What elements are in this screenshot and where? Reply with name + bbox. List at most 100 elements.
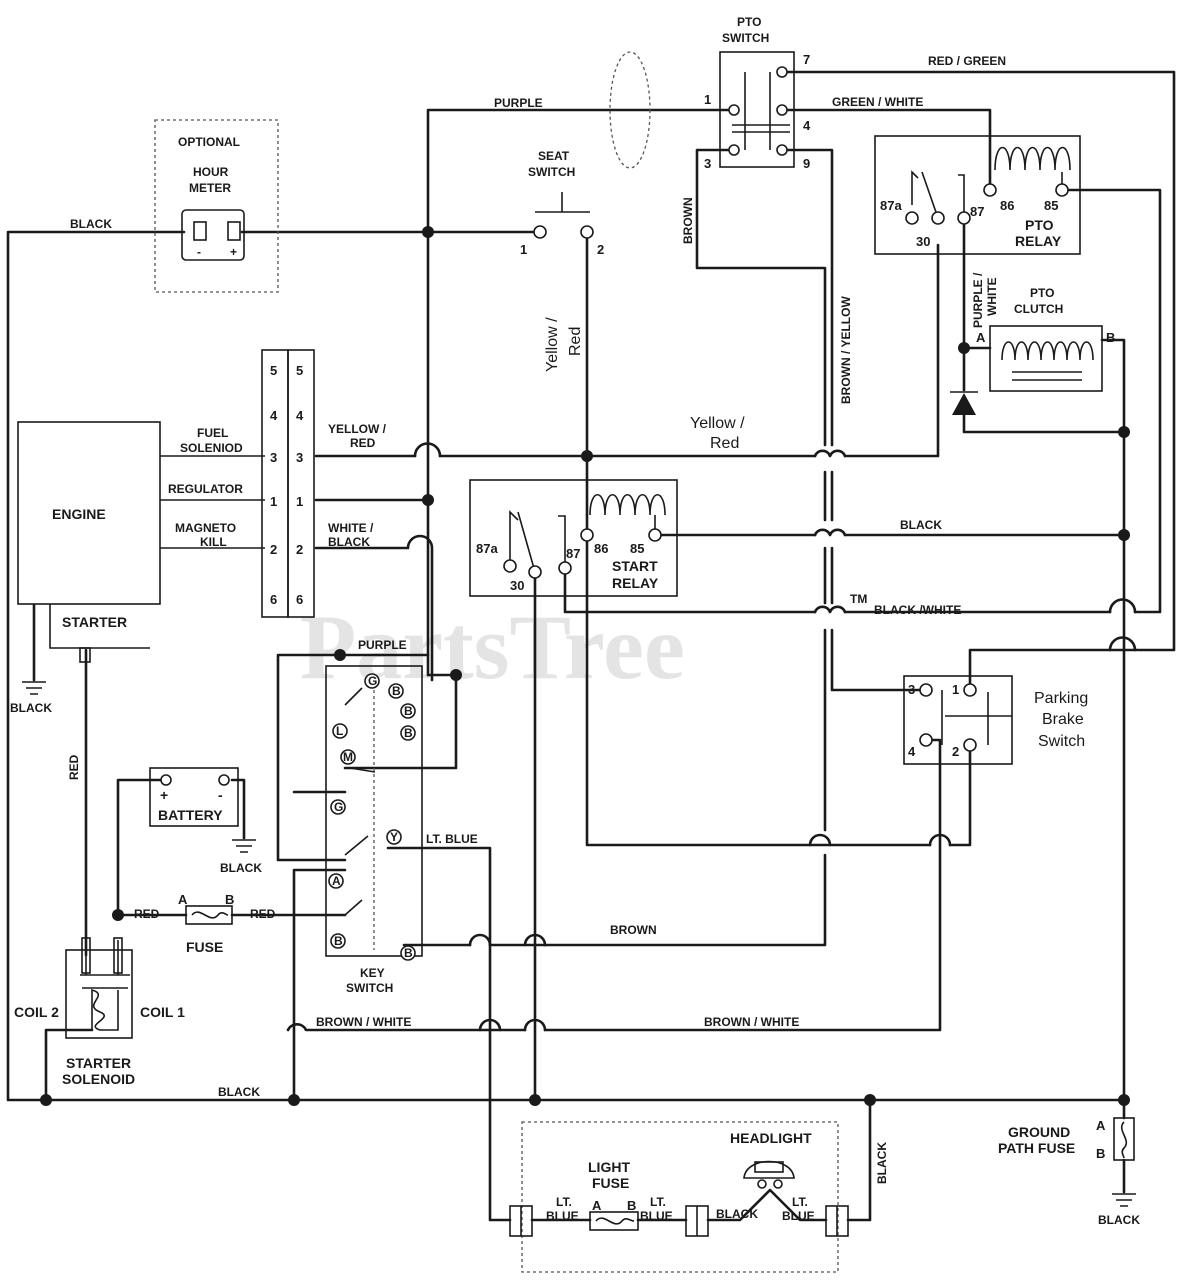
pto-switch: PTO SWITCH 1 3 4 7 9 (609, 15, 811, 171)
label-purple-white-1: PURPLE / (971, 272, 985, 328)
conn-r-2: 2 (296, 542, 303, 557)
start-relay-87a: 87a (476, 541, 498, 556)
start-relay-label-2: RELAY (612, 575, 659, 591)
label-brown-white-left: BROWN / WHITE (316, 1015, 411, 1029)
headlight-circuit: HEADLIGHT LIGHT FUSE A B (509, 1121, 849, 1273)
wire-purple-top (276, 653, 430, 862)
pto-relay-label-2: RELAY (1015, 233, 1062, 249)
wire-key-black (292, 868, 347, 1102)
engine-label: ENGINE (52, 506, 106, 522)
wire-battery-ground (230, 778, 246, 840)
junctions (40, 226, 1130, 1106)
label-purple-white-2: WHITE (985, 277, 999, 316)
label-black-top: BLACK (70, 217, 112, 231)
key-switch: G B L B B M G Y A B B KEY SWITCH (325, 665, 423, 995)
wire-black-main (6, 230, 1126, 1102)
fuse-b: B (225, 892, 234, 907)
start-relay-85: 85 (630, 541, 644, 556)
battery: + - BATTERY (149, 767, 256, 853)
seat-switch: SEAT SWITCH 1 2 (520, 149, 604, 257)
label-purple-key: PURPLE (358, 638, 407, 652)
hour-meter: OPTIONAL HOUR METER - + (154, 119, 279, 293)
pto-relay: 87a 30 87 86 85 PTO RELAY (874, 135, 1081, 255)
conn-l-1: 1 (270, 494, 277, 509)
conn-l-4: 4 (270, 408, 278, 423)
hour-meter-minus: - (197, 245, 201, 259)
ground-fuse-label-1: GROUND (1008, 1124, 1070, 1140)
pb-pin-2: 2 (952, 744, 959, 759)
wire-network (6, 70, 1176, 1222)
label-blue-1: BLUE (546, 1209, 579, 1223)
key-b5: B (404, 946, 413, 960)
wire-battery-red (116, 778, 162, 917)
light-fuse-label-1: LIGHT (588, 1159, 630, 1175)
ground-path-fuse: A B GROUND PATH FUSE (998, 1117, 1136, 1207)
label-brown-white-right: BROWN / WHITE (704, 1015, 799, 1029)
conn-r-3: 3 (296, 450, 303, 465)
wire-yellow-red-main (314, 243, 940, 458)
light-fuse-a: A (592, 1198, 602, 1213)
wire-clutch-b (962, 338, 1126, 434)
start-relay-86: 86 (594, 541, 608, 556)
engine: ENGINE STARTER FUEL SOLENIOD REGULATOR M… (17, 421, 265, 695)
ground-fuse-label-2: PATH FUSE (998, 1140, 1075, 1156)
label-yellow-red-vertical-2: Red (567, 327, 584, 356)
parking-brake-label-2: Brake (1042, 711, 1084, 728)
parking-brake-label-3: Switch (1038, 733, 1085, 750)
magneto-label-2: KILL (200, 535, 227, 549)
key-b3: B (404, 726, 413, 740)
wire-brown-white (286, 738, 942, 1032)
label-black-ground: BLACK (1098, 1213, 1140, 1227)
pb-pin-4: 4 (908, 744, 916, 759)
starter-solenoid-label-1: STARTER (66, 1055, 131, 1071)
wire-purple-key (343, 673, 458, 770)
wire-coil2 (44, 1028, 94, 1102)
label-black-battery: BLACK (220, 861, 262, 875)
label-purple-top: PURPLE (494, 96, 543, 110)
start-relay-87: 87 (566, 546, 580, 561)
pto-pin-4: 4 (803, 118, 811, 133)
key-g1: G (368, 674, 377, 688)
hour-meter-label-1: HOUR (193, 165, 229, 179)
wire-lt-blue-key (386, 846, 512, 1222)
wire-brown (543, 148, 827, 947)
conn-l-6: 6 (270, 592, 277, 607)
key-l: L (336, 724, 343, 738)
label-yellow-red-vertical-1: Yellow / (544, 317, 561, 372)
pto-clutch-label-1: PTO (1030, 286, 1054, 300)
pto-switch-label-1: PTO (737, 15, 761, 29)
key-m: M (343, 750, 353, 764)
pto-relay-85: 85 (1044, 198, 1058, 213)
wire-hops (413, 442, 1137, 1032)
label-brown-vertical: BROWN (681, 197, 695, 244)
starter-label: STARTER (62, 614, 127, 630)
label-white-black-2: BLACK (328, 535, 370, 549)
battery-label: BATTERY (158, 807, 223, 823)
hour-meter-plus: + (230, 245, 237, 259)
key-g2: G (334, 800, 343, 814)
fuse-label: FUSE (186, 939, 223, 955)
conn-l-5: 5 (270, 363, 277, 378)
fuel-solenoid-label-1: FUEL (197, 426, 228, 440)
conn-r-1: 1 (296, 494, 303, 509)
label-yellow-red-h1: Yellow / (690, 415, 745, 432)
label-red-left: RED (134, 907, 160, 921)
pto-pin-9: 9 (803, 156, 810, 171)
wire-red-green (780, 70, 1176, 692)
wire-purple (426, 108, 736, 677)
pb-pin-3: 3 (908, 682, 915, 697)
key-y: Y (390, 830, 398, 844)
pto-switch-label-2: SWITCH (722, 31, 769, 45)
label-black-white: BLACK /WHITE (874, 603, 961, 617)
label-green-white: GREEN / WHITE (832, 95, 923, 109)
conn-r-5: 5 (296, 363, 303, 378)
start-relay-30: 30 (510, 578, 524, 593)
wire-brown-yellow (780, 148, 928, 692)
label-red-vertical: RED (67, 754, 81, 780)
label-lt-blue: LT. BLUE (426, 832, 478, 846)
seat-switch-label-2: SWITCH (528, 165, 575, 179)
conn-l-3: 3 (270, 450, 277, 465)
fuse-a: A (178, 892, 188, 907)
coil1-label: COIL 1 (140, 1004, 185, 1020)
